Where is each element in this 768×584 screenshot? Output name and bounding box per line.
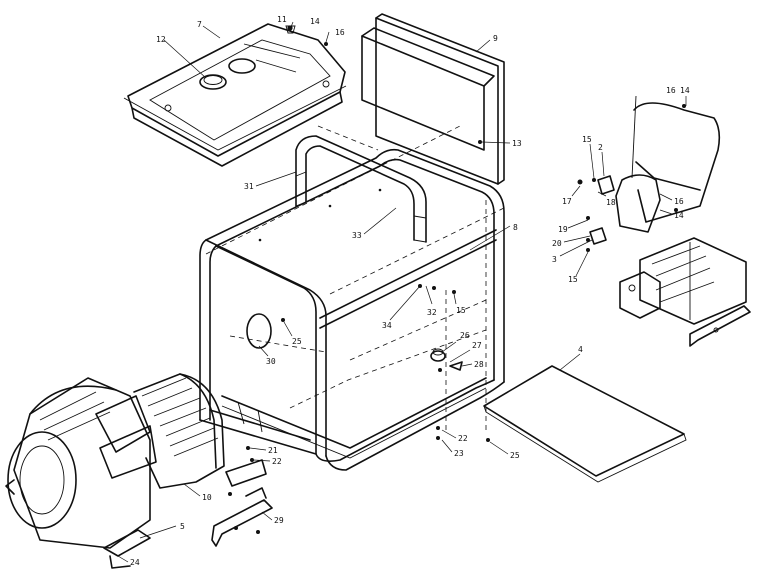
battery-tray	[483, 365, 687, 483]
callout-9: 9	[493, 34, 498, 43]
callout-15: 15	[568, 275, 578, 284]
callout-24: 24	[130, 558, 140, 567]
callout-29: 29	[274, 516, 284, 525]
callout-18: 18	[606, 198, 616, 207]
callout-4: 4	[578, 345, 583, 354]
callout-14: 14	[310, 17, 320, 26]
callout-31: 31	[244, 182, 254, 191]
callout-16: 16	[674, 197, 684, 206]
callout-16: 16	[666, 86, 676, 95]
callout-33: 33	[352, 231, 362, 240]
control-panel	[361, 13, 505, 185]
callout-5: 5	[180, 522, 185, 531]
callout-34: 34	[382, 321, 392, 330]
end-housing	[615, 95, 721, 233]
leader-lines	[117, 21, 687, 563]
callout-10: 10	[202, 493, 212, 502]
callout-8: 8	[513, 223, 518, 232]
callout-17: 17	[562, 197, 572, 206]
callout-3: 3	[552, 255, 557, 264]
access-cover	[246, 313, 272, 349]
callout-15: 15	[456, 306, 466, 315]
callout-labels: 7 11 14 16 12 9 13 31 33 8 32 15 34 30 2…	[130, 15, 690, 567]
callout-14: 14	[680, 86, 690, 95]
callout-25: 25	[292, 337, 302, 346]
alternator-body	[619, 237, 751, 347]
callout-12: 12	[156, 35, 166, 44]
callout-15: 15	[582, 135, 592, 144]
callout-14: 14	[674, 211, 684, 220]
callout-11: 11	[277, 15, 287, 24]
fuel-gauge	[228, 58, 256, 74]
tube-frame	[199, 125, 505, 471]
callout-22: 22	[272, 457, 282, 466]
callout-20: 20	[552, 239, 562, 248]
brush-holder	[577, 104, 686, 252]
callout-7: 7	[197, 20, 202, 29]
callout-21: 21	[268, 446, 278, 455]
callout-26: 26	[460, 331, 470, 340]
callout-2: 2	[598, 143, 603, 152]
mounting-bracket	[211, 487, 273, 547]
callout-27: 27	[472, 341, 482, 350]
callout-30: 30	[266, 357, 276, 366]
callout-23: 23	[454, 449, 464, 458]
fuel-tank	[123, 23, 347, 167]
carry-handle	[295, 135, 427, 243]
callout-19: 19	[558, 225, 568, 234]
engine-adapter	[133, 373, 267, 496]
callout-22: 22	[458, 434, 468, 443]
vibration-mount	[430, 348, 490, 442]
callout-28: 28	[474, 360, 484, 369]
engine	[5, 377, 157, 569]
callout-16: 16	[335, 28, 345, 37]
callout-13: 13	[512, 139, 522, 148]
callout-25: 25	[510, 451, 520, 460]
fuel-cap	[199, 74, 227, 90]
callout-32: 32	[427, 308, 437, 317]
